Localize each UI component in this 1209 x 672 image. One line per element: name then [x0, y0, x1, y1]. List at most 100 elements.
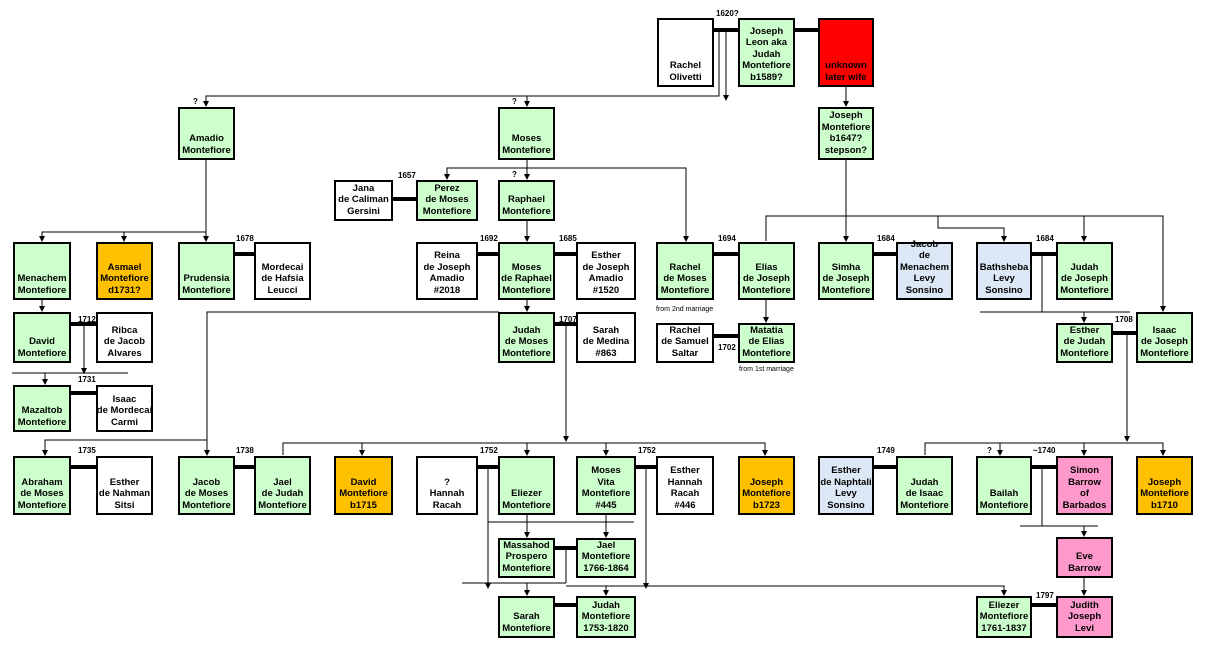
person-name-line: Prudensia — [183, 273, 230, 284]
person-name-line: Sonsino — [905, 284, 944, 296]
notes: from 2nd marriage from 1st marriage — [656, 306, 794, 373]
person-name-line: de Nahman — [98, 488, 151, 499]
person-name-line: Montefiore — [17, 416, 67, 428]
person-name-line: Montefiore — [17, 284, 67, 296]
person-name-line: Mazaltob — [21, 405, 63, 416]
person-name-line: Bathsheba — [979, 261, 1029, 273]
person-name-line: Judah — [592, 599, 620, 611]
year-label: 1752 — [638, 446, 656, 455]
person-name-line: Amadio — [588, 273, 624, 284]
year-label: 1708 — [1115, 315, 1133, 324]
year-label: 1707 — [559, 315, 577, 324]
person-name-line: Matatia — [750, 324, 783, 336]
year-label: ? — [193, 97, 198, 106]
person-name-line: de Raphael — [501, 273, 552, 284]
person-name-line: Simon — [1069, 465, 1100, 476]
person-name-line: Montefiore — [182, 499, 231, 511]
person-name-line: Montefiore — [979, 499, 1029, 511]
year-label: 1702 — [718, 343, 736, 352]
person-name-line: de Joseph — [743, 273, 790, 284]
person-name-line: 1766-1864 — [583, 562, 629, 574]
person-name-line: Reina — [434, 250, 460, 261]
person-name-line: Amadio — [189, 133, 224, 144]
person-name-line: Montefiore — [742, 60, 791, 71]
person-name-line: de Mordecai — [96, 405, 153, 416]
person-name-line: Montefiore — [502, 562, 551, 574]
person-name-line: Barrow — [1068, 476, 1101, 488]
person-name-line: b1589? — [750, 71, 783, 83]
person-name-line: Rachel — [669, 261, 701, 273]
person-name-line: ? — [444, 476, 450, 488]
year-label: 1731 — [78, 375, 96, 384]
person-name-line: Judith — [1070, 599, 1099, 611]
person-name-line: #2018 — [433, 284, 461, 296]
person-name-line: Montefiore — [1140, 347, 1189, 359]
person-name-line: Esther — [831, 465, 861, 476]
person-name-line: de Moses — [184, 488, 229, 499]
person-name-line: David — [29, 336, 55, 347]
person-name-line: Montefiore — [502, 144, 551, 156]
person-name-line: Montefiore — [502, 347, 551, 359]
year-labels: 1620? ? ? 1657 ? 1678 1692 1685 1694 168… — [78, 9, 1133, 600]
person-name-line: Bailah — [989, 488, 1019, 499]
person-name-line: Alvares — [107, 347, 142, 359]
person-name-line: Judah — [752, 48, 781, 60]
person-name-line: David — [350, 476, 377, 488]
person-name-line: Leon aka — [745, 37, 788, 48]
